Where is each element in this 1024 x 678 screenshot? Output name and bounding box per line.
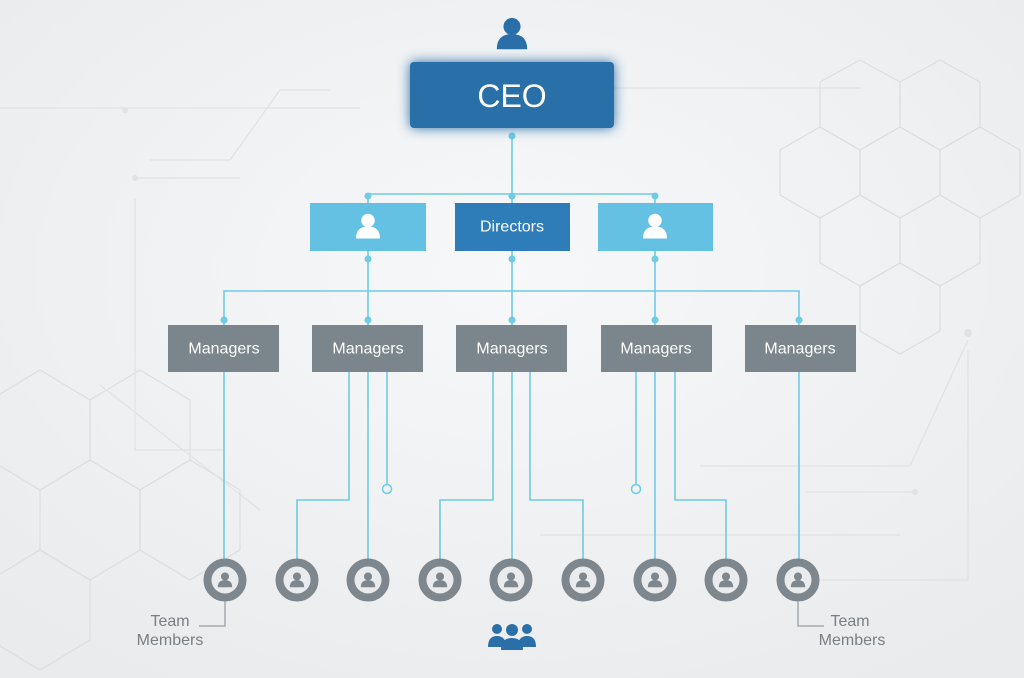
- manager-node[interactable]: Managers: [601, 325, 712, 372]
- team-member-node[interactable]: [346, 558, 390, 602]
- director-node-left[interactable]: [310, 203, 426, 251]
- manager-label: Managers: [188, 341, 259, 358]
- manager-label: Managers: [332, 341, 403, 358]
- manager-node[interactable]: Managers: [312, 325, 423, 372]
- manager-label: Managers: [476, 341, 547, 358]
- ceo-label: CEO: [477, 78, 546, 114]
- director-node-right[interactable]: [598, 203, 713, 251]
- team-member-node[interactable]: [561, 558, 605, 602]
- team-member-node[interactable]: [633, 558, 677, 602]
- directors-label: Directors: [480, 219, 544, 236]
- team-member-node[interactable]: [776, 558, 820, 602]
- group-icon: [488, 624, 536, 650]
- manager-node[interactable]: Managers: [168, 325, 279, 372]
- team-label-line1: Team: [830, 613, 869, 630]
- team-label-line2: Members: [137, 632, 204, 649]
- manager-label: Managers: [620, 341, 691, 358]
- background-circuit-lines: [0, 87, 972, 581]
- team-label-line2: Members: [819, 632, 886, 649]
- ceo-node[interactable]: CEO: [410, 62, 614, 128]
- manager-node[interactable]: Managers: [456, 325, 567, 372]
- team-member-node[interactable]: [704, 558, 748, 602]
- manager-node[interactable]: Managers: [745, 325, 856, 372]
- team-member-node[interactable]: [275, 558, 319, 602]
- director-node-center[interactable]: Directors: [455, 203, 570, 251]
- team-member-node[interactable]: [489, 558, 533, 602]
- team-members-label-left: Team Members: [137, 601, 226, 649]
- team-label-line1: Team: [150, 613, 189, 630]
- manager-label: Managers: [764, 341, 835, 358]
- team-members-label-right: Team Members: [797, 601, 886, 649]
- team-member-node[interactable]: [418, 558, 462, 602]
- team-members: [203, 558, 820, 602]
- team-member-node[interactable]: [203, 558, 247, 602]
- connectors: [220, 132, 803, 559]
- background-hexagons: [0, 59, 1021, 671]
